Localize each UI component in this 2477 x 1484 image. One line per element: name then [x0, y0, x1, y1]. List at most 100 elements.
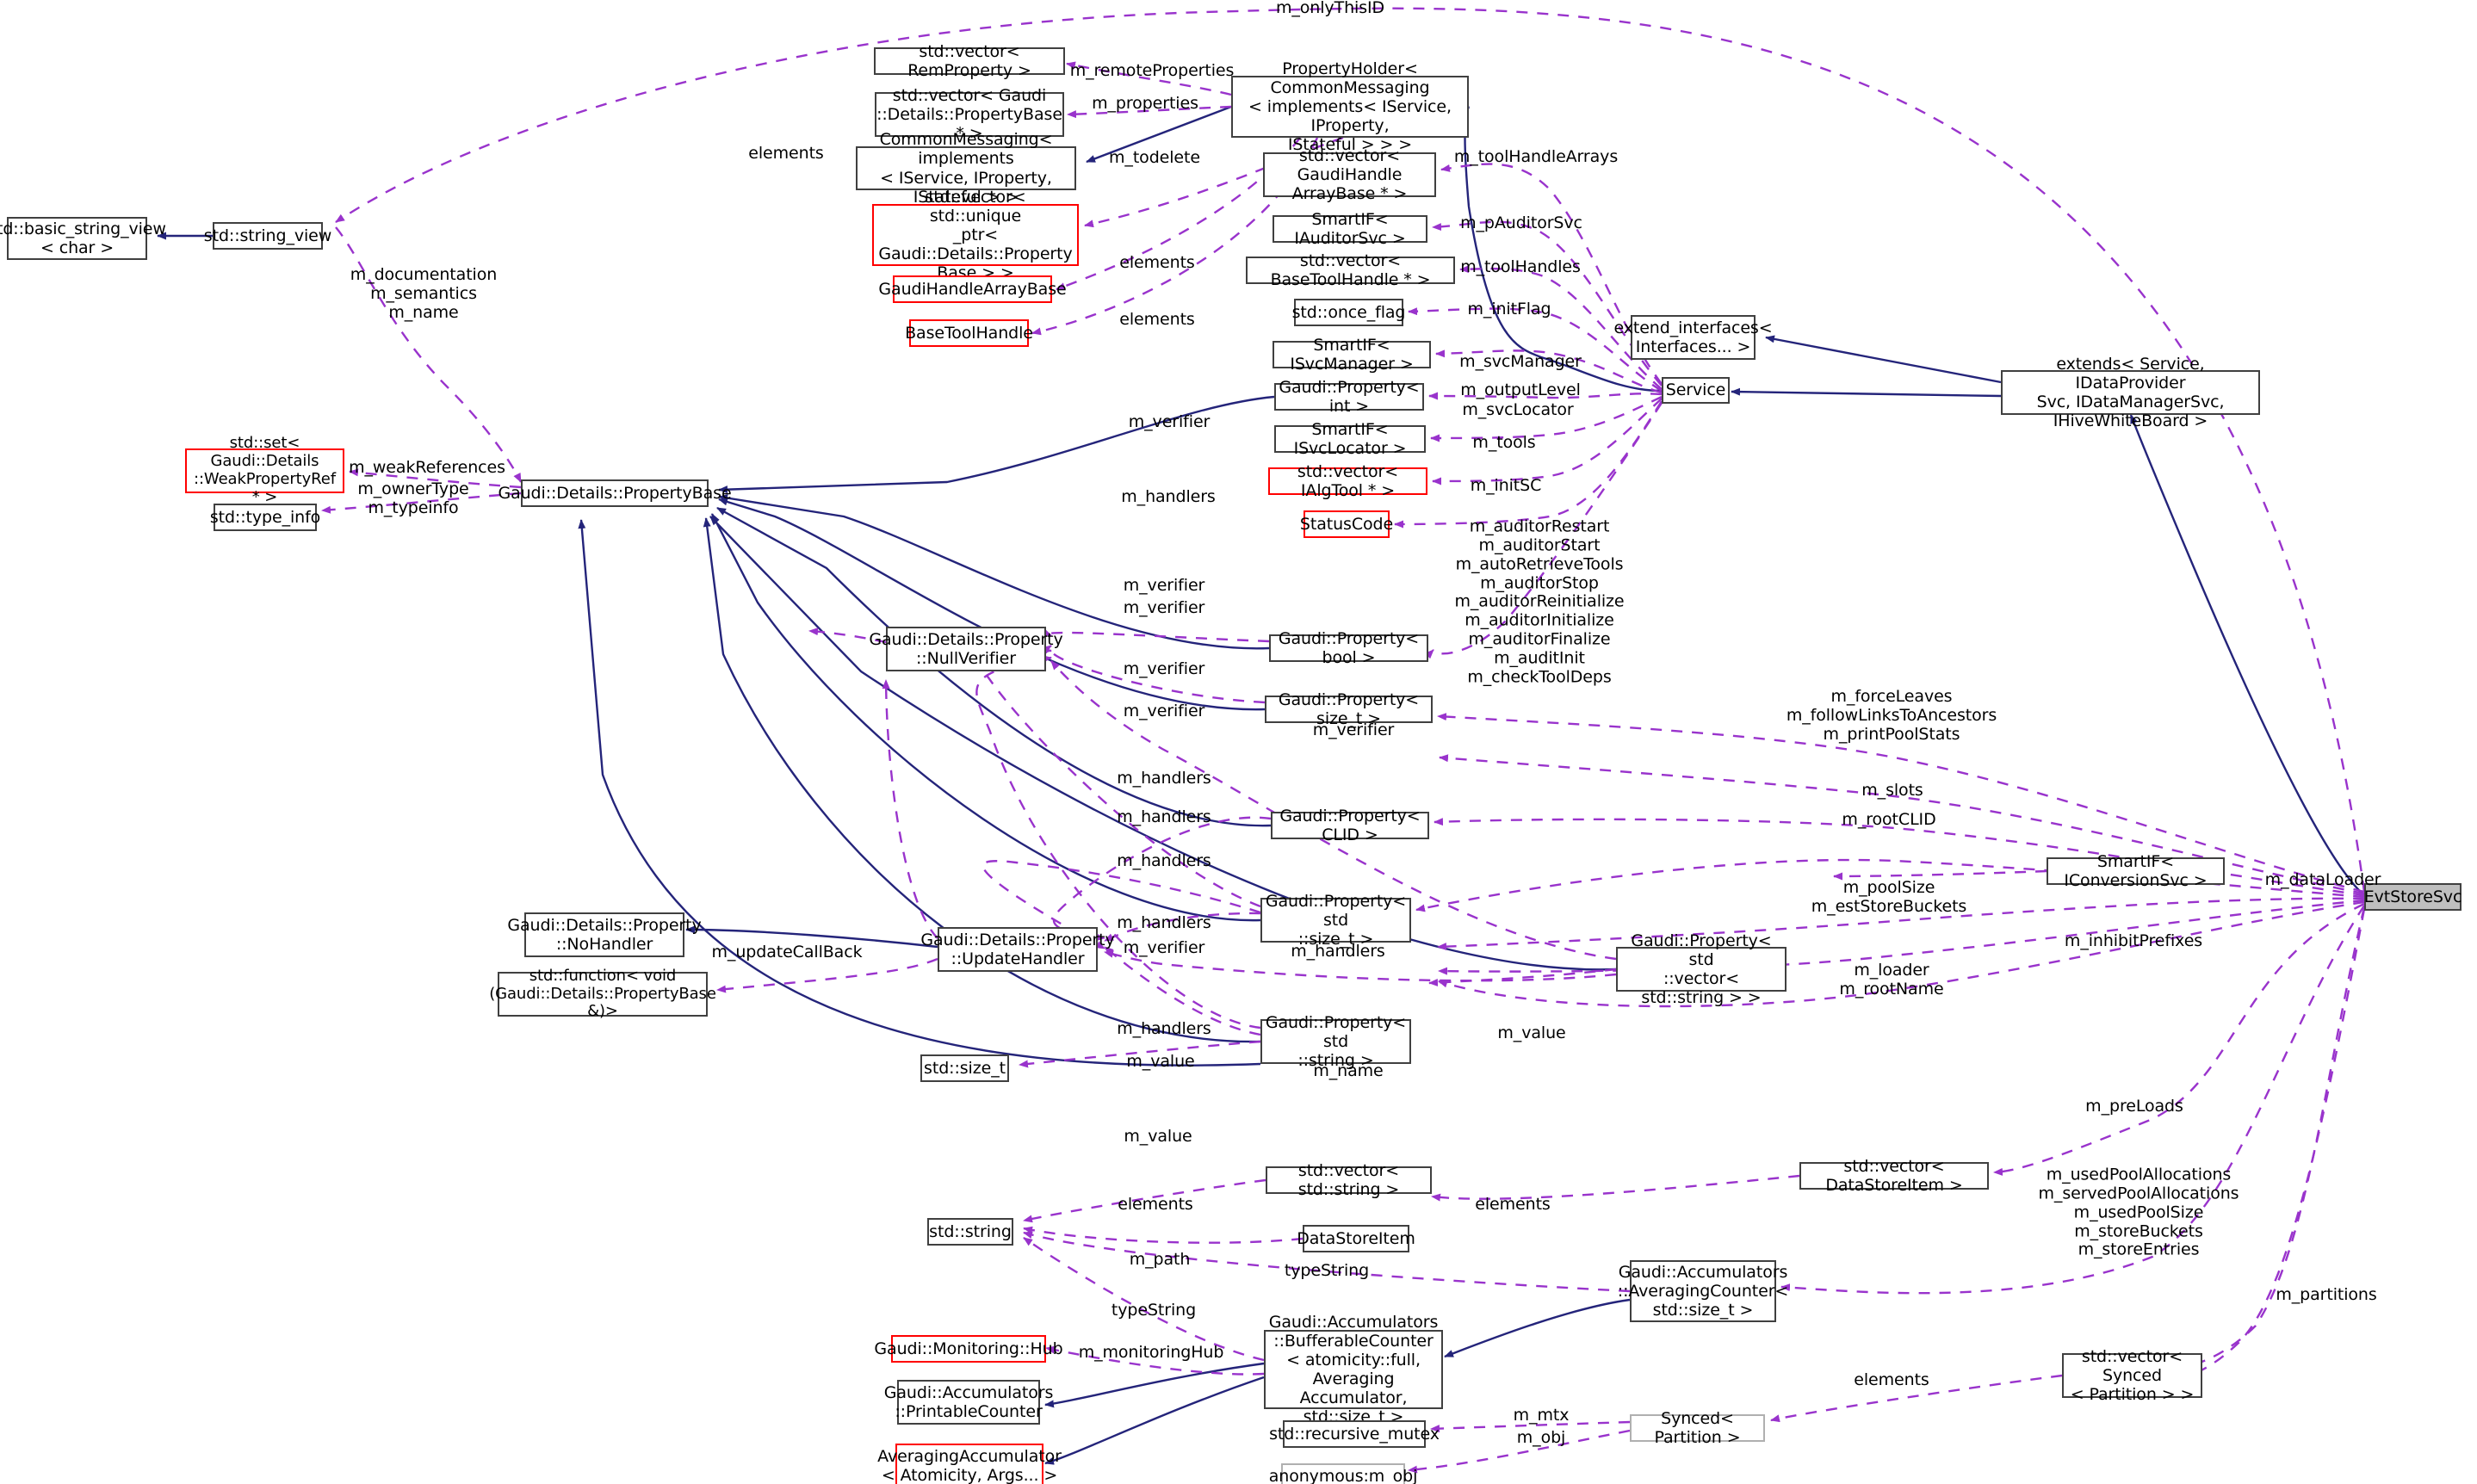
- node-std-once-flag[interactable]: std::once_flag: [1292, 299, 1406, 326]
- node-vector-unique-ptr-propertybase[interactable]: std::vector< std::unique _ptr< Gaudi::De…: [872, 188, 1079, 282]
- edge-label-m-verifier-2: m_verifier: [1123, 576, 1205, 596]
- node-smartif-isvcmanager[interactable]: SmartIF< ISvcManager >: [1273, 336, 1431, 374]
- edge-label-m-verifier-4: m_verifier: [1123, 659, 1205, 679]
- node-std-function-void[interactable]: std::function< void (Gaudi::Details::Pro…: [489, 966, 716, 1021]
- edge-label-m-value-3: m_value: [1124, 1127, 1192, 1147]
- edge-label-m-mtx: m_mtx: [1513, 1406, 1570, 1425]
- node-property-std-string[interactable]: Gaudi::Property< std ::string >: [1260, 1013, 1411, 1070]
- node-vector-synced-partition[interactable]: std::vector< Synced < Partition > >: [2062, 1347, 2202, 1404]
- edge-label-m-handlers-7: m_handlers: [1117, 1019, 1211, 1039]
- edge-label-m-poolsize: m_poolSize m_estStoreBuckets: [1811, 878, 1967, 916]
- edge-label-m-outputlevel: m_outputLevel: [1460, 380, 1581, 400]
- edge-label-m-pauditorsvc: m_pAuditorSvc: [1460, 213, 1582, 233]
- edge-label-m-handlers-1: m_handlers: [1121, 487, 1216, 507]
- edge-label-m-value-2: m_value: [1497, 1023, 1566, 1043]
- edge-label-m-verifier-6: m_verifier: [1312, 720, 1395, 740]
- edge-label-m-svcmanager: m_svcManager: [1459, 352, 1582, 372]
- node-extends-service[interactable]: extends< Service, IDataProvider Svc, IDa…: [2001, 355, 2260, 430]
- edge-label-m-forceleaves: m_forceLeaves m_followLinksToAncestors m…: [1786, 687, 1997, 744]
- node-vector-ialgtool-ptr[interactable]: std::vector< IAlgTool * >: [1268, 462, 1427, 500]
- node-smartif-iconversionsvc[interactable]: SmartIF< IConversionSvc >: [2047, 852, 2225, 890]
- edge-label-m-verifier-3: m_verifier: [1123, 598, 1205, 618]
- node-std-string[interactable]: std::string: [927, 1218, 1013, 1246]
- node-service[interactable]: Service: [1662, 377, 1730, 404]
- node-property-vector-string[interactable]: Gaudi::Property< std ::vector< std::stri…: [1616, 931, 1787, 1007]
- node-extend-interfaces[interactable]: extend_interfaces< Interfaces... >: [1613, 315, 1773, 360]
- node-std-type-info[interactable]: std::type_info: [210, 504, 320, 531]
- edge-label-m-updatecallback: m_updateCallBack: [711, 943, 863, 962]
- edge-label-m-ownertype: m_ownerType m_typeinfo: [357, 479, 469, 517]
- node-property-bool[interactable]: Gaudi::Property< bool >: [1269, 629, 1428, 667]
- edge-label-m-properties: m_properties: [1092, 94, 1198, 114]
- node-vector-datastoreitem[interactable]: std::vector< DataStoreItem >: [1799, 1157, 1989, 1195]
- node-vector-basetoolhandle-ptr[interactable]: std::vector< BaseToolHandle * >: [1246, 251, 1455, 289]
- node-bufferablecounter[interactable]: Gaudi::Accumulators ::BufferableCounter …: [1264, 1313, 1443, 1426]
- edge-label-m-remoteproperties: m_remoteProperties: [1069, 61, 1235, 81]
- node-property-std-size-t[interactable]: Gaudi::Property< std ::size_t >: [1260, 892, 1411, 949]
- edge-label-m-obj: m_obj: [1516, 1428, 1566, 1448]
- edge-label-m-todelete: m_todelete: [1109, 148, 1200, 168]
- edge-label-m-initsc: m_initSC: [1470, 476, 1542, 496]
- node-std-basic-string-view[interactable]: std::basic_string_view < char >: [0, 217, 166, 260]
- node-std-size-t[interactable]: std::size_t: [920, 1054, 1009, 1082]
- node-gaudihandlearraybase[interactable]: GaudiHandleArrayBase: [878, 275, 1067, 303]
- edge-label-m-slots: m_slots: [1861, 781, 1923, 801]
- edge-label-typestring-2: typeString: [1111, 1301, 1197, 1320]
- node-property-int[interactable]: Gaudi::Property< int >: [1274, 378, 1424, 416]
- edge-label-m-dataloader: m_dataLoader: [2264, 870, 2381, 890]
- edge-label-m-onlythisid: m_onlyThisID: [1275, 0, 1385, 18]
- node-basetoolhandle[interactable]: BaseToolHandle: [905, 319, 1033, 347]
- node-property-size-t[interactable]: Gaudi::Property< size_t >: [1265, 690, 1433, 728]
- edge-label-elements-top: elements: [748, 144, 824, 164]
- node-printablecounter[interactable]: Gaudi::Accumulators ::PrintableCounter: [884, 1380, 1053, 1425]
- edge-label-typestring-1: typeString: [1284, 1261, 1370, 1281]
- node-anonymous-m-obj[interactable]: anonymous:m_obj: [1269, 1463, 1417, 1484]
- node-averagingaccumulator[interactable]: AveragingAccumulator < Atomicity, Args..…: [877, 1444, 1062, 1484]
- edge-label-m-handlers-5: m_handlers: [1117, 913, 1211, 933]
- node-statuscode[interactable]: StatusCode: [1300, 510, 1393, 538]
- edge-label-m-weakreferences: m_weakReferences: [349, 458, 505, 478]
- node-propertybase[interactable]: Gaudi::Details::PropertyBase: [498, 479, 732, 507]
- node-nullverifier[interactable]: Gaudi::Details::Property ::NullVerifier: [869, 627, 1063, 671]
- edge-label-m-verifier-7: m_verifier: [1123, 938, 1205, 958]
- edge-label-m-initflag: m_initFlag: [1467, 300, 1551, 319]
- edge-label-m-svclocator: m_svcLocator: [1462, 400, 1574, 420]
- edge-label-m-partitions: m_partitions: [2276, 1285, 2377, 1305]
- edge-label-m-path: m_path: [1129, 1250, 1191, 1270]
- edge-label-m-handlers-4: m_handlers: [1117, 851, 1211, 871]
- node-std-string-view[interactable]: std::string_view: [204, 222, 331, 250]
- edge-label-m-handlers-2: m_handlers: [1117, 769, 1211, 788]
- node-vector-remproperty[interactable]: std::vector< RemProperty >: [874, 42, 1065, 80]
- edge-label-m-handlers-6: m_handlers: [1291, 942, 1385, 962]
- edge-label-m-handlers-3: m_handlers: [1117, 807, 1211, 827]
- edge-label-m-verifier-1: m_verifier: [1128, 412, 1211, 432]
- edge-label-elements-gaudihandlearraybase: elements: [1119, 253, 1195, 273]
- node-vector-string[interactable]: std::vector< std::string >: [1266, 1161, 1432, 1199]
- edge-label-m-inhibitprefixes: m_inhibitPrefixes: [2064, 931, 2203, 951]
- node-nohandler[interactable]: Gaudi::Details::Property ::NoHandler: [507, 912, 702, 957]
- edge-label-m-usedpoolallocations: m_usedPoolAllocations m_servedPoolAlloca…: [2038, 1165, 2239, 1259]
- node-commonmessaging[interactable]: CommonMessaging< implements < IService, …: [856, 130, 1076, 207]
- node-synced-partition[interactable]: Synced< Partition >: [1630, 1409, 1765, 1447]
- node-property-clid[interactable]: Gaudi::Property< CLID >: [1271, 807, 1429, 844]
- edge-label-elements-synced: elements: [1854, 1370, 1929, 1390]
- edge-label-m-rootclid: m_rootCLID: [1842, 810, 1936, 830]
- node-smartif-iauditorsvc[interactable]: SmartIF< IAuditorSvc >: [1273, 210, 1427, 248]
- node-vector-gaudihandlearraybase-ptr[interactable]: std::vector< GaudiHandle ArrayBase * >: [1263, 146, 1436, 203]
- node-datastoreitem[interactable]: DataStoreItem: [1297, 1225, 1415, 1252]
- edge-label-auditor-group: m_auditorRestart m_auditorStart m_autoRe…: [1454, 516, 1625, 687]
- node-evtstoresvc[interactable]: EvtStoreSvc: [2364, 883, 2462, 911]
- node-updatehandler[interactable]: Gaudi::Details::Property ::UpdateHandler: [920, 927, 1115, 972]
- node-std-recursive-mutex[interactable]: std::recursive_mutex: [1269, 1420, 1440, 1448]
- edge-label-elements-datastoreitem: elements: [1475, 1195, 1551, 1215]
- node-set-weakpropertyref[interactable]: std::set< Gaudi::Details ::WeakPropertyR…: [185, 434, 344, 506]
- edge-label-m-documentation: m_documentation m_semantics m_name: [350, 265, 498, 322]
- node-propertyholder[interactable]: PropertyHolder< CommonMessaging < implem…: [1231, 59, 1469, 154]
- edge-label-m-monitoringhub: m_monitoringHub: [1078, 1343, 1224, 1363]
- node-averagingcounter-size-t[interactable]: Gaudi::Accumulators ::AveragingCounter< …: [1618, 1260, 1788, 1322]
- edge-label-m-loader: m_loader m_rootName: [1839, 961, 1944, 999]
- node-monitoring-hub[interactable]: Gaudi::Monitoring::Hub: [874, 1335, 1063, 1363]
- node-smartif-isvclocator[interactable]: SmartIF< ISvcLocator >: [1274, 420, 1426, 458]
